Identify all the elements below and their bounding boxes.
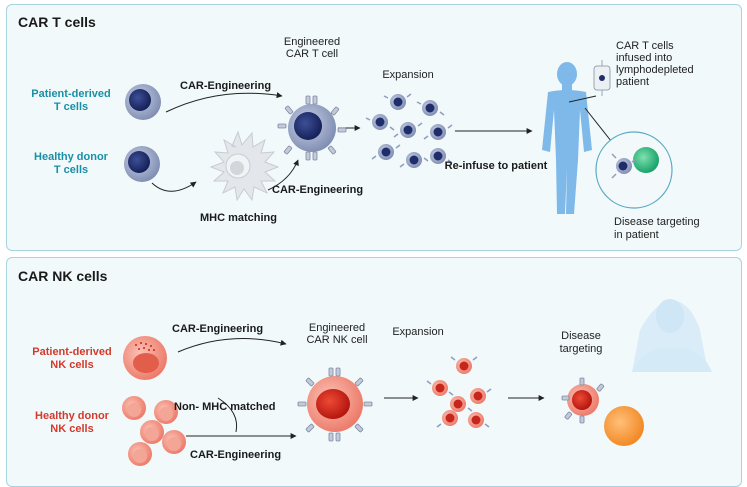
donor-nk-label-1: Healthy donor xyxy=(35,410,109,422)
donor-nk-label-2: NK cells xyxy=(50,423,94,435)
infused-label-2: infused into xyxy=(616,52,673,64)
expansion-nk-label: Expansion xyxy=(392,326,444,338)
car-nk-title: CAR NK cells xyxy=(18,268,108,284)
nk-targeting-label-2: targeting xyxy=(559,343,603,355)
car-t-title: CAR T cells xyxy=(18,14,96,30)
arrow-car-engineering-nk xyxy=(177,338,287,353)
infused-label-3: lymphodepleted xyxy=(616,64,694,76)
patient-t-label-1: Patient-derived xyxy=(31,88,111,100)
engineered-t-label-2: CAR T cell xyxy=(285,48,339,60)
car-engineering-nk-bottom-label: CAR-Engineering xyxy=(190,449,282,461)
patient-t-label-2: T cells xyxy=(53,101,89,113)
non-mhc-matched-label: Non- MHC matched xyxy=(174,401,276,413)
infusion-line xyxy=(568,95,597,103)
nk-targeting-label-1: Disease xyxy=(561,330,601,342)
arrow-to-mhc xyxy=(151,181,197,192)
infused-label-1: CAR T cells xyxy=(616,40,674,52)
patient-nk-label-2: NK cells xyxy=(50,359,94,371)
mhc-matching-label: MHC matching xyxy=(200,212,277,224)
disease-targeting-label-2: in patient xyxy=(614,229,659,241)
patient-nk-label-1: Patient-derived xyxy=(32,346,112,358)
infused-label-4: patient xyxy=(616,76,650,88)
donor-t-cell xyxy=(124,146,160,182)
car-t-panel xyxy=(6,4,742,251)
engineered-car-t-cell xyxy=(277,95,347,161)
car-engineering-top-label: CAR-Engineering xyxy=(180,80,272,92)
patient-body-figure xyxy=(542,62,592,214)
engineered-nk-label-2: CAR NK cell xyxy=(306,334,368,346)
expansion-t-label: Expansion xyxy=(382,69,434,81)
iv-bag-icon xyxy=(593,60,611,96)
arrow-non-mhc xyxy=(217,397,238,433)
engineered-t-label-1: Engineered xyxy=(283,36,341,48)
expanded-nk-cells xyxy=(426,356,492,428)
donor-t-label-2: T cells xyxy=(53,164,89,176)
car-engineering-bottom-label: CAR-Engineering xyxy=(272,184,364,196)
reinfuse-label: Re-infuse to patient xyxy=(444,160,548,172)
donor-nk-cells xyxy=(122,396,186,466)
donor-t-label-1: Healthy donor xyxy=(34,151,108,163)
patient-nk-cell xyxy=(123,336,167,380)
arrow-car-engineering-t xyxy=(165,92,283,113)
disease-targeting-label-1: Disease targeting xyxy=(614,216,700,228)
nk-disease-targeting xyxy=(561,299,712,446)
engineered-car-nk-cell xyxy=(297,367,373,442)
dendritic-cell xyxy=(209,130,280,202)
engineered-nk-label-1: Engineered xyxy=(308,322,366,334)
arrow-mhc-to-engineered xyxy=(267,159,299,191)
disease-targeting-circle xyxy=(595,131,673,209)
patient-t-cell xyxy=(125,84,161,120)
zoom-line xyxy=(584,107,616,147)
car-engineering-nk-top-label: CAR-Engineering xyxy=(172,323,264,335)
